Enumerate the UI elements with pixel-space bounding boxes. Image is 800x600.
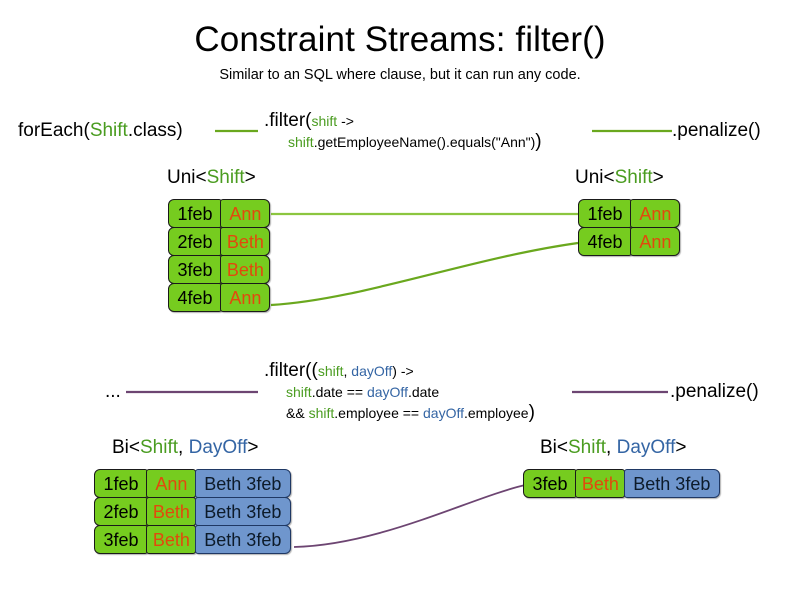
filter-1-arrow: -> [337,113,354,129]
filter-expression-1: .filter(shift -> shift.getEmployeeName()… [264,110,542,153]
filter-2-l2-tail: .date [407,384,440,400]
table-row[interactable]: 3feb Beth Beth 3feb [523,469,720,498]
bi-input-header: Bi<Shift, DayOff> [112,437,258,459]
filter-2-l3-tail: .employee [464,405,529,421]
table-row[interactable]: 4feb Ann [168,283,271,312]
cell-employee: Ann [630,227,681,256]
bi-output-header: Bi<Shift, DayOff> [540,437,686,459]
uni-input-suffix: > [244,167,256,188]
bi-input-suffix: > [247,437,259,458]
filter-1-close-paren: ) [535,131,542,152]
foreach-label: forEach(Shift.class) [18,119,183,142]
uni-shift-input-header: Uni<Shift> [167,167,256,189]
table-row[interactable]: 2feb Beth Beth 3feb [94,497,291,526]
bi-output-prefix: Bi< [540,437,568,458]
bi-output-type-dayoff: DayOff [616,437,676,458]
bi-output-comma: , [606,437,617,458]
cell-dayoff: Beth 3feb [623,469,720,498]
ellipsis-label: ... [105,381,121,402]
foreach-prefix: forEach( [18,120,90,141]
filter-2-arrow: ) -> [392,363,414,379]
bi-output-type-shift: Shift [568,437,607,458]
penalize-label-1: .penalize() [672,120,761,141]
filter-2-l2-mid: .date == [311,384,367,400]
bi-input-prefix: Bi< [112,437,140,458]
cell-date: 4feb [578,227,632,256]
table-row[interactable]: 3feb Beth [168,255,271,284]
filter-2-l2-shift: shift [286,384,312,400]
bi-input-type-shift: Shift [140,437,179,458]
filter-2-line-3: && shift.employee == dayOff.employee) [264,403,535,424]
cell-dayoff: Beth 3feb [194,497,291,526]
cell-date: 1feb [578,199,632,228]
filter-2-param-shift: shift [317,363,344,379]
filter-2-param-dayoff: dayOff [351,363,393,379]
filter-2-line-1: .filter((shift, dayOff) -> [264,360,535,382]
filter-2-l3-mid: .employee == [334,405,423,421]
penalize-label-2: .penalize() [670,381,759,402]
filter-2-l3-shift: shift [308,405,335,421]
uni-shift-output-header: Uni<Shift> [575,167,664,189]
filter-2-l2-dayoff: dayOff [366,384,408,400]
filter-1-var: shift [288,134,314,150]
uni-shift-input-table: 1feb Ann 2feb Beth 3feb Beth 4feb Ann [168,199,271,312]
filter-2-l3-and: && [286,405,309,421]
uni-input-type: Shift [206,167,245,188]
filter-2-comma: , [343,363,352,379]
uni-output-suffix: > [652,167,664,188]
uni-shift-output-table: 1feb Ann 4feb Ann [578,199,681,256]
cell-date: 3feb [94,525,148,554]
filter-1-param: shift [311,113,338,129]
cell-dayoff: Beth 3feb [194,525,291,554]
cell-date: 2feb [168,227,222,256]
bi-input-type-dayoff: DayOff [188,437,248,458]
filter-2-close-paren: ) [528,402,535,423]
cell-employee: Ann [220,283,271,312]
cell-date: 3feb [523,469,577,498]
filter-2-l3-dayoff: dayOff [423,405,464,421]
cell-date: 4feb [168,283,222,312]
cell-employee: Beth [146,525,197,554]
page-title: Constraint Streams: filter() [194,20,606,59]
uni-input-prefix: Uni< [167,167,207,188]
filter-2-head: .filter(( [264,360,318,381]
flow-line-3feb-beth [293,484,526,548]
cell-date: 1feb [94,469,148,498]
table-row[interactable]: 3feb Beth Beth 3feb [94,525,291,554]
flow-line-4feb [270,241,579,307]
table-row[interactable]: 1feb Ann [578,199,681,228]
bi-output-suffix: > [675,437,687,458]
cell-employee: Ann [630,199,681,228]
foreach-suffix: .class) [127,120,183,141]
filter-1-body: .getEmployeeName().equals("Ann") [313,134,536,150]
cell-employee: Beth [220,227,271,256]
cell-date: 3feb [168,255,222,284]
table-row[interactable]: 1feb Ann Beth 3feb [94,469,291,498]
bi-output-table: 3feb Beth Beth 3feb [523,469,720,498]
cell-dayoff: Beth 3feb [194,469,291,498]
cell-date: 1feb [168,199,222,228]
cell-employee: Ann [146,469,197,498]
filter-1-line-1: .filter(shift -> [264,110,542,132]
uni-output-prefix: Uni< [575,167,615,188]
cell-date: 2feb [94,497,148,526]
table-row[interactable]: 2feb Beth [168,227,271,256]
filter-expression-2: .filter((shift, dayOff) -> shift.date ==… [264,360,535,424]
filter-1-line-2: shift.getEmployeeName().equals("Ann")) [264,132,542,153]
foreach-type: Shift [89,120,128,141]
cell-employee: Beth [146,497,197,526]
bi-input-comma: , [178,437,189,458]
page-subtitle: Similar to an SQL where clause, but it c… [219,67,581,83]
filter-1-head: .filter( [264,110,312,131]
bi-input-table: 1feb Ann Beth 3feb 2feb Beth Beth 3feb 3… [94,469,291,554]
cell-employee: Beth [575,469,626,498]
cell-employee: Beth [220,255,271,284]
table-row[interactable]: 4feb Ann [578,227,681,256]
uni-output-type: Shift [614,167,653,188]
table-row[interactable]: 1feb Ann [168,199,271,228]
cell-employee: Ann [220,199,271,228]
filter-2-line-2: shift.date == dayOff.date [264,382,535,403]
